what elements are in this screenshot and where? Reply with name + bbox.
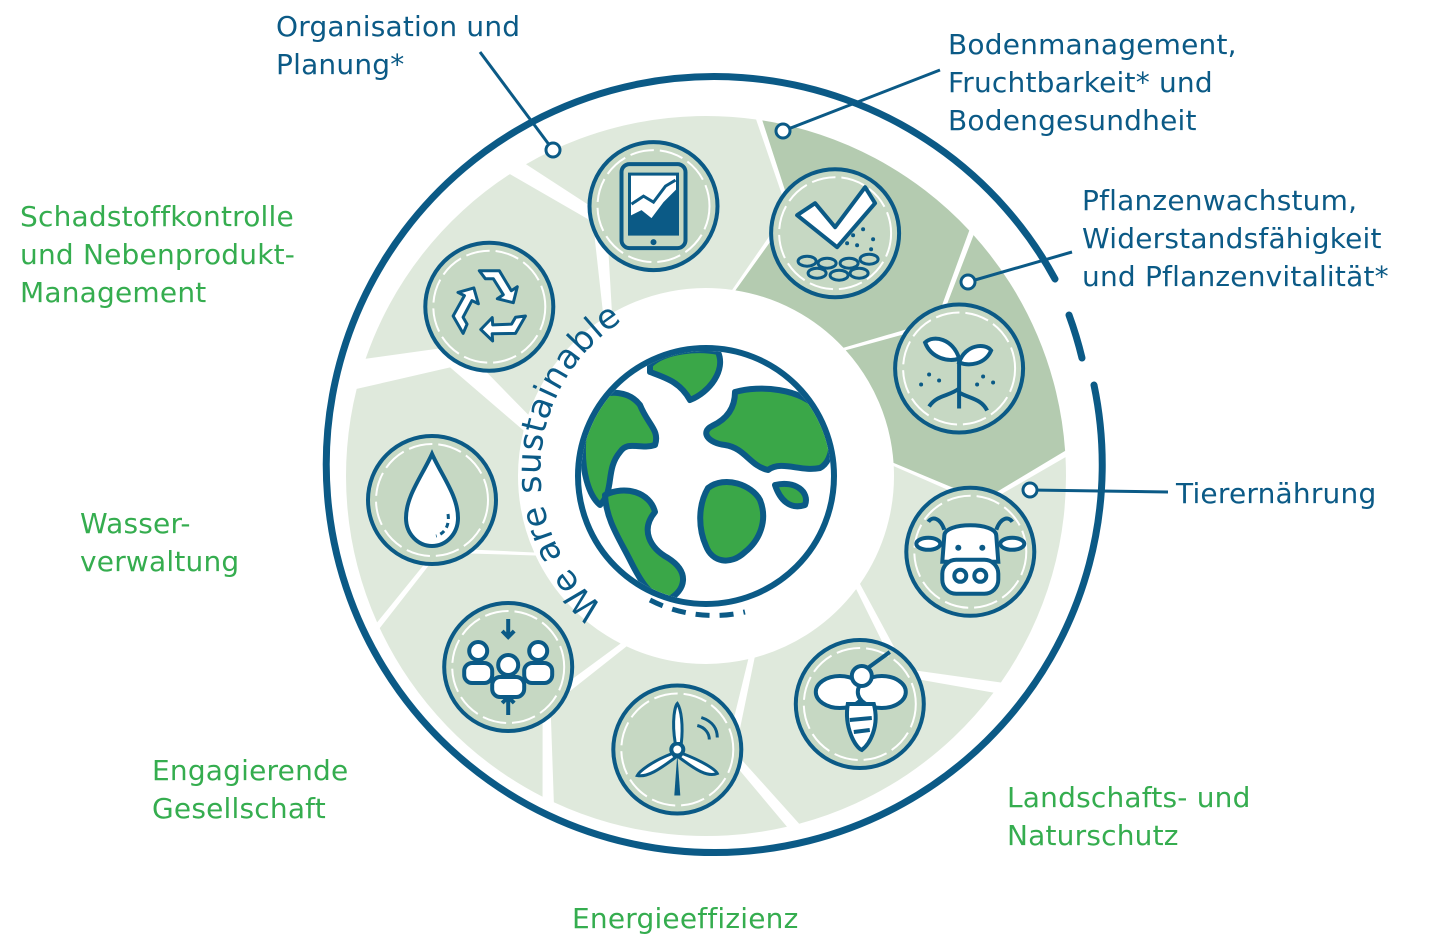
label-line: und Pflanzenvitalität*	[1082, 260, 1389, 293]
label-line: Energieeffizienz	[572, 902, 799, 935]
label-line: Management	[20, 276, 207, 309]
connector-dot-organisation	[544, 141, 562, 159]
tablet-chart-icon	[587, 140, 720, 273]
label-tier: Tierernährung	[1176, 475, 1376, 513]
icons-layer	[366, 140, 1037, 816]
connectors-layer	[478, 51, 1169, 499]
label-line: Widerstandsfähigkeit	[1082, 222, 1382, 255]
plant-sprout-icon	[893, 302, 1026, 435]
community-icon	[442, 601, 575, 733]
connector-line-pflanzen	[967, 250, 1073, 284]
connector-dot-tier	[1021, 481, 1039, 499]
globe-icon	[575, 345, 837, 607]
recycle-icon	[423, 240, 556, 373]
connector-line-boden	[782, 68, 941, 133]
label-line: Schadstoffkontrolle	[20, 200, 294, 233]
soil-check-icon	[769, 167, 902, 300]
label-schadstoff: Schadstoffkontrolle und Nebenprodukt- Mana…	[20, 198, 295, 312]
label-wasser: Wasser-verwaltung	[80, 505, 239, 581]
label-energie: Energieeffizienz	[572, 900, 799, 938]
water-drop-icon	[366, 434, 498, 566]
connector-line-organisation	[478, 51, 555, 151]
label-pflanzen: Pflanzenwachstum, Widerstandsfähigkeit und…	[1082, 182, 1389, 296]
bee-icon	[793, 638, 926, 770]
wind-turbine-icon	[611, 683, 744, 816]
connector-dot-boden	[774, 122, 792, 140]
label-line: Landschafts- und	[1007, 781, 1251, 814]
label-line: verwaltung	[80, 545, 240, 578]
label-line: Wasser-	[80, 507, 191, 540]
label-line: Organisation und	[276, 10, 521, 43]
label-line: Engagierende	[152, 754, 349, 787]
label-line: Tierernährung	[1176, 477, 1377, 510]
label-line: Planung*	[276, 48, 405, 81]
label-line: Fruchtbarkeit* und	[948, 66, 1213, 99]
label-line: Naturschutz	[1007, 819, 1179, 852]
label-line: Gesellschaft	[152, 792, 326, 825]
cow-icon	[904, 485, 1037, 618]
connector-line-tier	[1029, 488, 1169, 494]
outer-ring	[322, 73, 1106, 857]
label-line: Bodenmanagement,	[948, 28, 1237, 61]
label-line: und Nebenprodukt-	[20, 238, 296, 271]
label-line: Bodengesundheit	[948, 104, 1197, 137]
center-arc-line	[648, 597, 746, 618]
connector-dot-pflanzen	[959, 273, 977, 291]
label-line: Pflanzenwachstum,	[1082, 184, 1358, 217]
outer-ring-dash	[1065, 311, 1086, 362]
